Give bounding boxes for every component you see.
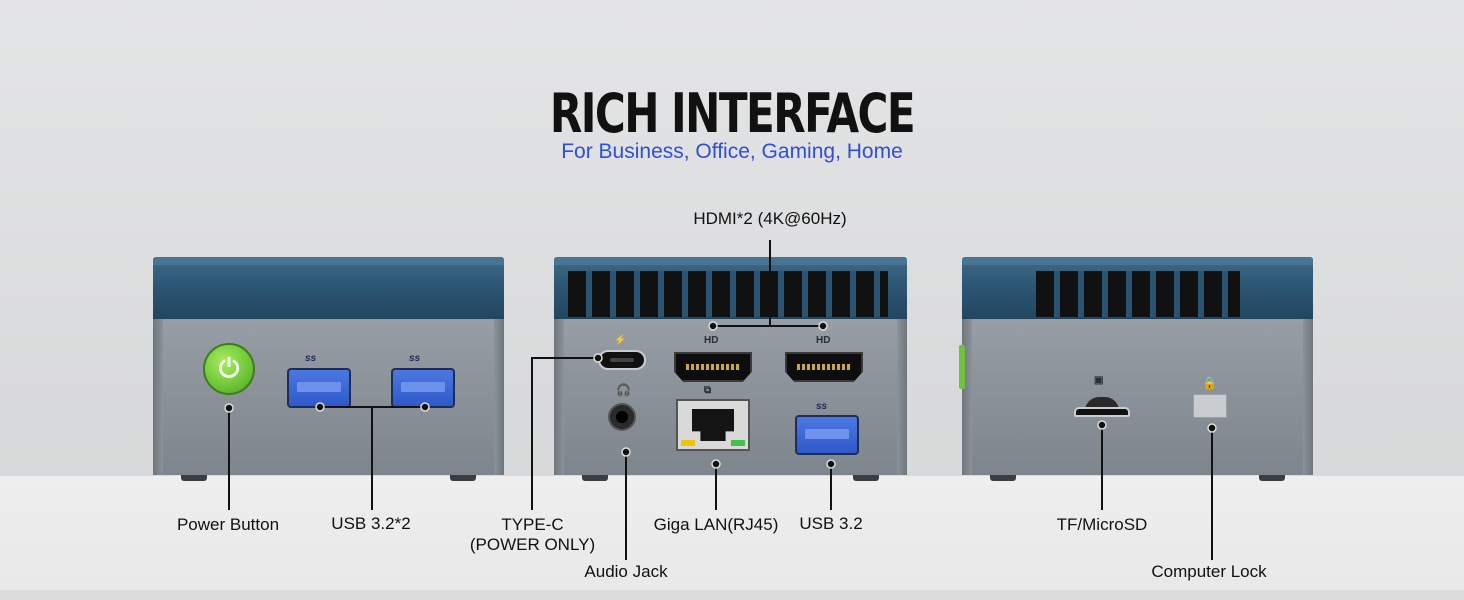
rj45-port bbox=[676, 399, 750, 451]
label-usb-32: USB 3.2 bbox=[799, 514, 863, 533]
device-side-body bbox=[962, 319, 1313, 475]
hdmi-port-2 bbox=[785, 352, 863, 382]
audio-jack-port bbox=[608, 403, 636, 431]
device-foot bbox=[582, 475, 608, 481]
side-power-edge bbox=[959, 345, 965, 389]
hdmi-port-1 bbox=[674, 352, 752, 382]
label-type-c-line2: (POWER ONLY) bbox=[469, 535, 596, 554]
label-giga-lan: Giga LAN(RJ45) bbox=[653, 515, 779, 534]
usb-port-front-1 bbox=[287, 368, 351, 408]
label-hdmi: HDMI*2 (4K@60Hz) bbox=[693, 209, 847, 228]
usb-superspeed-icon: ss bbox=[816, 401, 828, 412]
device-rear-vent bbox=[568, 271, 888, 317]
sd-card-icon: ▣ bbox=[1094, 375, 1104, 386]
power-button[interactable]: ⏻ bbox=[203, 343, 255, 395]
shelf-surface bbox=[0, 476, 1464, 600]
computer-lock-slot bbox=[1193, 394, 1227, 418]
label-power-button: Power Button bbox=[176, 515, 280, 534]
microsd-slot bbox=[1074, 407, 1130, 417]
label-usb-32x2: USB 3.2*2 bbox=[331, 514, 411, 533]
page-title: RICH INTERFACE bbox=[549, 82, 916, 145]
device-foot bbox=[853, 475, 879, 481]
power-icon: ⏻ bbox=[218, 353, 240, 383]
label-type-c-line1: TYPE-C bbox=[501, 515, 564, 534]
device-foot bbox=[181, 475, 207, 481]
device-side: ▣ 🔒 bbox=[959, 257, 1313, 481]
device-front-lid bbox=[153, 257, 504, 319]
usb-superspeed-icon: ss bbox=[409, 353, 421, 364]
usb-port-front-2 bbox=[391, 368, 455, 408]
shelf-edge bbox=[0, 590, 1464, 600]
lock-icon: 🔒 bbox=[1202, 376, 1217, 390]
label-type-c: TYPE-C (POWER ONLY) bbox=[450, 515, 615, 555]
device-rear: ⚡ 🎧 HD HD ⧉ ss bbox=[554, 257, 907, 481]
network-icon: ⧉ bbox=[704, 385, 712, 396]
label-computer-lock: Computer Lock bbox=[1151, 562, 1267, 581]
lightning-icon: ⚡ bbox=[614, 335, 627, 346]
device-foot bbox=[990, 475, 1016, 481]
rj45-led-yellow bbox=[681, 440, 695, 446]
headphone-icon: 🎧 bbox=[616, 383, 631, 397]
usb-superspeed-icon: ss bbox=[305, 353, 317, 364]
hdmi-mark-1: HD bbox=[704, 335, 719, 346]
page-subtitle: For Business, Office, Gaming, Home bbox=[561, 140, 903, 163]
usb-port-rear bbox=[795, 415, 859, 455]
device-foot bbox=[450, 475, 476, 481]
hdmi-mark-2: HD bbox=[816, 335, 831, 346]
rj45-led-green bbox=[731, 440, 745, 446]
device-foot bbox=[1259, 475, 1285, 481]
label-tf-microsd: TF/MicroSD bbox=[1056, 515, 1148, 534]
device-side-vent bbox=[1036, 271, 1240, 317]
device-front: ⏻ ss ss bbox=[153, 257, 504, 481]
label-audio-jack: Audio Jack bbox=[584, 562, 668, 581]
